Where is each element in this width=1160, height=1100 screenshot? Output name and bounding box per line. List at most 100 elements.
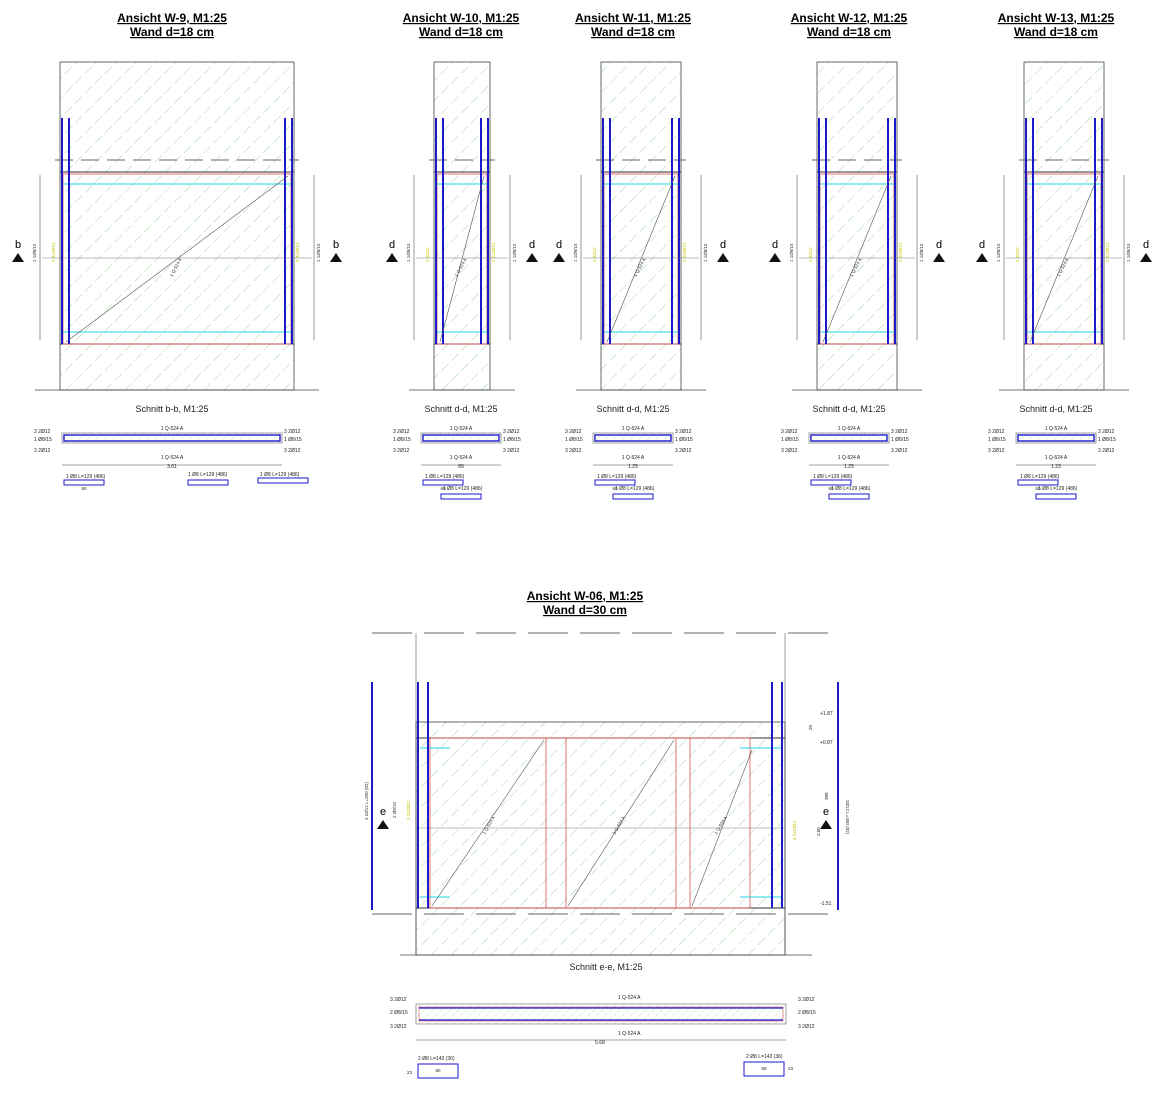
- label-inner-vert-a: 3 2Ø12: [592, 247, 597, 262]
- label-inner-vert-a: 3 2Ø12: [425, 247, 430, 262]
- stirrup-a: [594, 479, 636, 486]
- big-label-bar12-bl: 3 2Ø12: [390, 1024, 407, 1030]
- section-mark-left: d: [556, 239, 562, 251]
- stirrup-shapes: 1 Ø8 L=129 (486)601 Ø8 L=129 (486): [810, 474, 871, 500]
- view-subtitle: Wand d=18 cm: [419, 25, 503, 39]
- section-marker-left: [976, 253, 988, 262]
- section-mark-left: d: [979, 239, 985, 251]
- label-bar8: 1 Ø8/15: [34, 437, 52, 443]
- section-wall: [592, 432, 674, 444]
- stirrup-shapes: 1 Ø8 L=129 (486)601 Ø8 L=129 (486): [594, 474, 655, 500]
- big-section-mesh: [418, 1006, 784, 1022]
- big-section-wall: [415, 1003, 787, 1025]
- view-subtitle: Wand d=18 cm: [130, 25, 214, 39]
- section-label: Schnitt d-d, M1:25: [1019, 404, 1092, 414]
- diagonal-line: [606, 175, 676, 343]
- section-wall: [1015, 432, 1097, 444]
- section-rebar: [63, 434, 281, 442]
- label-bar12-bot-r: 3 2Ø12: [503, 448, 520, 454]
- label-right-vert: 1 1Ø8/15: [316, 243, 321, 262]
- label-bar12-bot: 3 2Ø12: [988, 448, 1005, 454]
- big-label-right-vert: 3 2x2Ø12: [792, 820, 797, 840]
- label-bar8: 1 Ø8/15: [393, 437, 411, 443]
- section-marker-right: [1140, 253, 1152, 262]
- section-marker-right: [717, 253, 729, 262]
- label-bar12-bot-r: 3 2Ø12: [675, 448, 692, 454]
- label-inner-vert-b: 3 2x2Ø12: [898, 242, 903, 262]
- label-dim60-a: 60: [440, 486, 446, 491]
- stirrup-b: [612, 493, 654, 500]
- label-inner-vert-a: 3 2x2Ø12: [51, 242, 56, 262]
- big-dim23-l: 23: [407, 1070, 413, 1075]
- wall-outline: [1023, 61, 1105, 391]
- dim-total: 3.61: [167, 464, 177, 470]
- section-marker-left: [553, 253, 565, 262]
- label-stirrup-b: 1 Ø8 L=129 (486): [1038, 486, 1078, 492]
- label-bar8: 1 Ø8/15: [988, 437, 1006, 443]
- label-left-vert: 1 1Ø8/15: [406, 243, 411, 262]
- section-label: Schnitt d-d, M1:25: [812, 404, 885, 414]
- section-mark-left: b: [15, 239, 21, 251]
- label-inner-vert-b: 3 2x2Ø12: [491, 242, 496, 262]
- label-bar12-top-r: 3 2Ø12: [675, 429, 692, 435]
- big-label-inner-a: 3 2x2Ø12: [406, 800, 411, 820]
- section-marker-left: [12, 253, 24, 262]
- big-label-right-long: 2Ø12 L=300 (82): [845, 800, 850, 835]
- diagonal-line: [439, 175, 485, 343]
- label-bar12-bot: 3 2Ø12: [565, 448, 582, 454]
- big-label-left-long: 3 2Ø12 L=300 (82): [364, 782, 369, 820]
- label-bar12-bot-r: 3 2Ø12: [284, 448, 301, 454]
- label-inner-vert-a: 3 2Ø12: [808, 247, 813, 262]
- label-qtop: 1 Q-524 A: [161, 426, 184, 432]
- label-bar12-bot-r: 3 2Ø12: [891, 448, 908, 454]
- diagonal-line: [822, 175, 892, 343]
- diagonal-line: [1029, 175, 1099, 343]
- stirrup-shapes: 1 Ø8 L=129 (486)601 Ø8 L=129 (486): [1017, 474, 1078, 500]
- big-elev-top: +1.87: [820, 711, 833, 717]
- big-title: Ansicht W-06, M1:25: [527, 589, 644, 603]
- stirrup-shapes: 1 Ø8 L=129 (486)601 Ø8 L=129 (486)1 Ø8 L…: [63, 472, 309, 491]
- label-bar12-bot: 3 2Ø12: [34, 448, 51, 454]
- view-title: Ansicht W-13, M1:25: [998, 11, 1115, 25]
- section-rebar: [422, 434, 500, 442]
- wall-outline: [816, 61, 898, 391]
- label-bar8-r: 1 Ø8/15: [503, 437, 521, 443]
- label-bar8-r: 1 Ø8/15: [891, 437, 909, 443]
- wall-outline: [600, 61, 682, 391]
- label-bar12-bot: 3 2Ø12: [393, 448, 410, 454]
- big-stirrup-right: [743, 1061, 785, 1077]
- label-left-vert: 1 1Ø8/15: [996, 243, 1001, 262]
- label-left-vert: 1 1Ø8/15: [789, 243, 794, 262]
- label-dim60-a: 60: [1035, 486, 1041, 491]
- label-qbot: 1 Q-524 A: [450, 455, 473, 461]
- section-marker-right: [933, 253, 945, 262]
- big-label-bar12-tr: 3 2Ø12: [798, 997, 815, 1003]
- stirrup-shapes: 1 Ø8 L=129 (486)601 Ø8 L=129 (486): [422, 474, 483, 500]
- view-title: Ansicht W-12, M1:25: [791, 11, 908, 25]
- section-mark-right: b: [333, 239, 339, 251]
- section-mark-right: d: [720, 239, 726, 251]
- section-mark-left: d: [772, 239, 778, 251]
- big-dim23-r: 23: [788, 1066, 794, 1071]
- section-rebar: [810, 434, 888, 442]
- stirrup-a: [1017, 479, 1059, 486]
- label-left-vert: 1 1Ø8/15: [32, 243, 37, 262]
- big-section-mark-right: e: [823, 806, 829, 818]
- dim-total: 1.25: [628, 464, 638, 470]
- big-dim-20: 20: [808, 724, 813, 730]
- view-subtitle: Wand d=18 cm: [807, 25, 891, 39]
- label-bar8: 1 Ø8/15: [781, 437, 799, 443]
- big-label-bar12-br: 3 2Ø12: [798, 1024, 815, 1030]
- label-bar12-top-r: 3 2Ø12: [891, 429, 908, 435]
- label-stirrup-a: 1 Ø8 L=129 (486): [425, 474, 465, 480]
- big-label-stirrup-r: 2 Ø8 L=143 (36): [746, 1054, 783, 1060]
- label-qbot: 1 Q-524 A: [161, 455, 184, 461]
- label-inner-vert-b: 3 2x2Ø12: [682, 242, 687, 262]
- label-bar12-top-r: 3 2Ø12: [284, 429, 301, 435]
